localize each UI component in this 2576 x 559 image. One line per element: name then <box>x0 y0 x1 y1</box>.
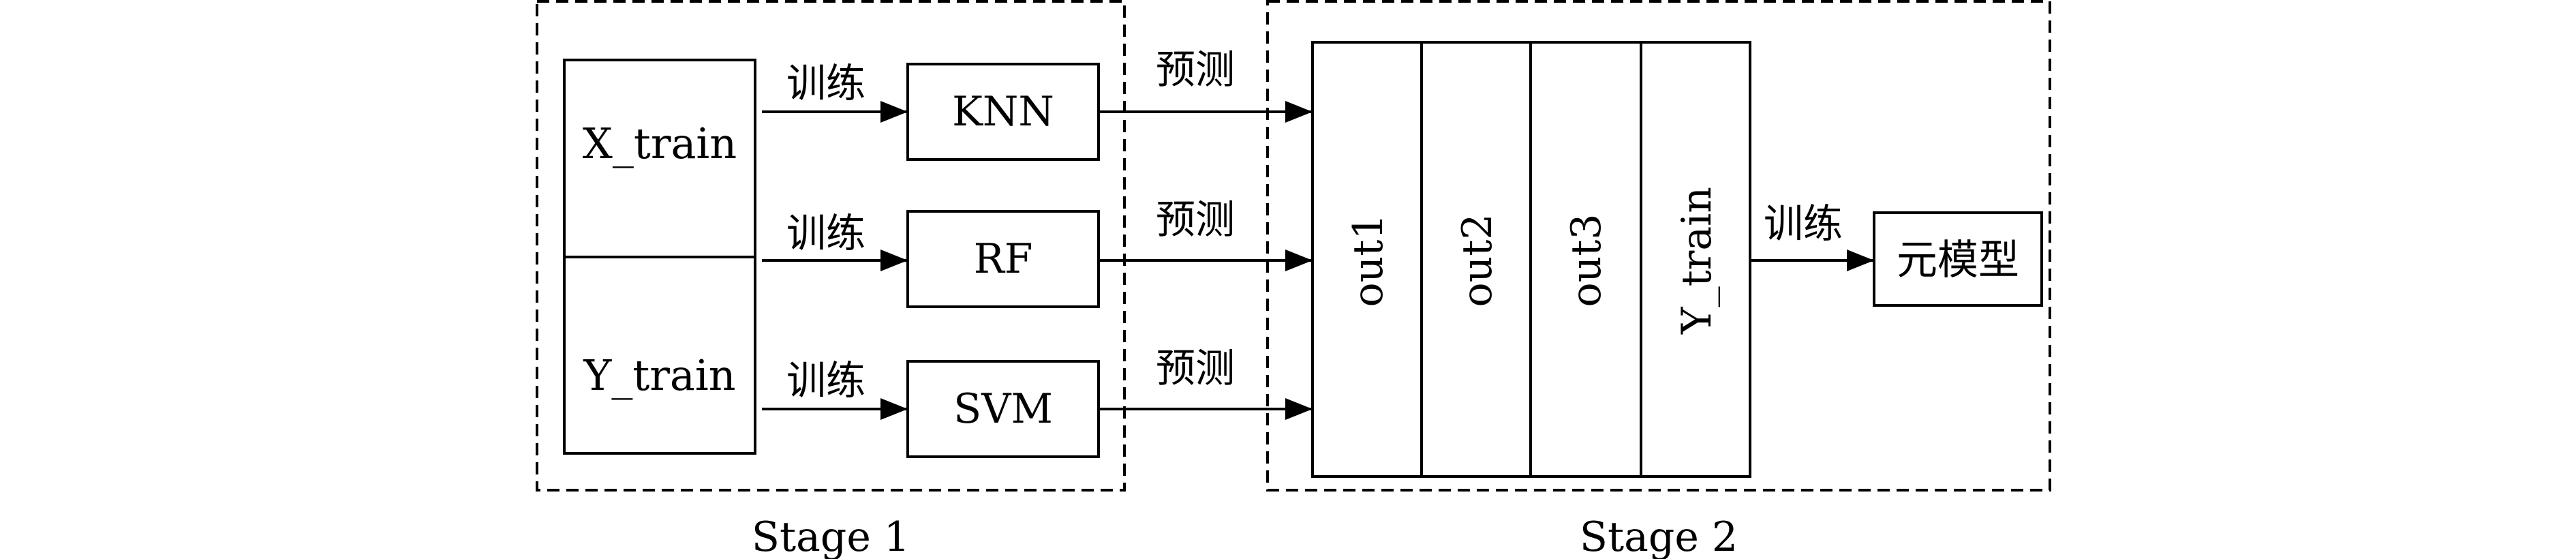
stage1-region <box>536 0 1126 492</box>
stage2-region <box>1266 0 2051 492</box>
train-label-svm: 训练 <box>786 357 865 404</box>
predict-arrows <box>1099 101 1313 420</box>
meta-model-label: 元模型 <box>1897 237 2019 284</box>
stage1-label: Stage 1 <box>752 513 910 559</box>
model-label-svm: SVM <box>953 385 1053 433</box>
train-label-knn: 训练 <box>786 60 865 106</box>
output-column-out1: out1 <box>1345 213 1392 307</box>
x-train-label: X_train <box>583 119 737 168</box>
output-column-out3: out3 <box>1563 213 1610 307</box>
model-label-rf: RF <box>974 235 1033 283</box>
predict-label-rf: 预测 <box>1156 196 1235 243</box>
output-column-out2: out2 <box>1454 213 1501 307</box>
meta-train-label: 训练 <box>1764 200 1843 247</box>
train-label-rf: 训练 <box>786 210 865 256</box>
predict-label-svm: 预测 <box>1156 345 1235 391</box>
predict-label-knn: 预测 <box>1156 46 1235 93</box>
y-train-label: Y_train <box>583 350 735 400</box>
model-label-knn: KNN <box>952 88 1054 136</box>
meta-model-box <box>1873 211 2043 307</box>
output-column-y-train: Y_train <box>1673 187 1721 335</box>
train-arrows <box>762 101 908 420</box>
stage2-label: Stage 2 <box>1580 513 1738 559</box>
